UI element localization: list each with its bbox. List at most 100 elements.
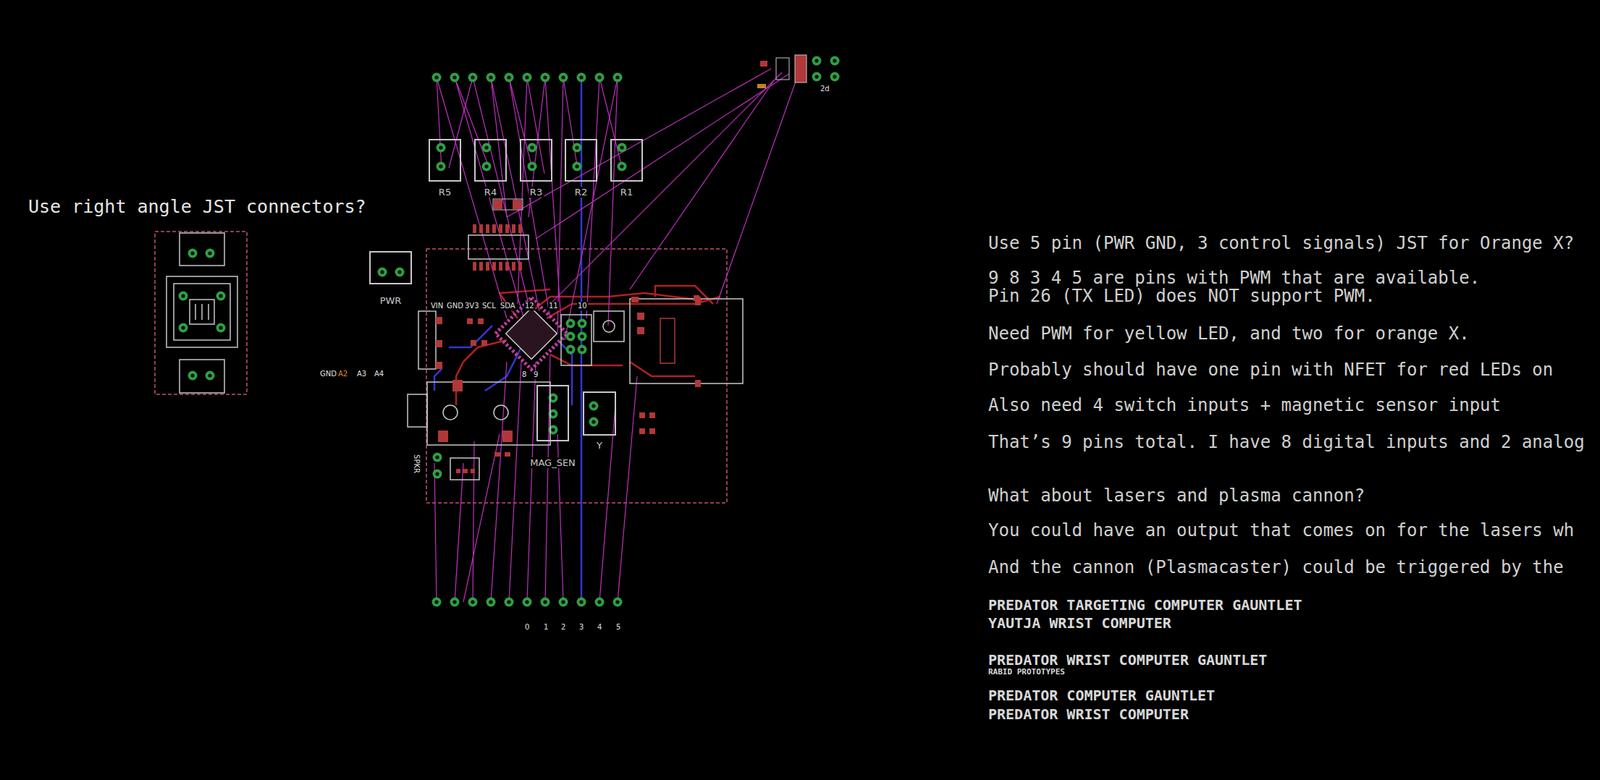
board-outline <box>426 249 727 504</box>
pin-name: 11 <box>548 301 559 311</box>
header-pads <box>432 598 442 608</box>
header-pads <box>595 598 605 608</box>
pin-name: SDA <box>499 301 517 311</box>
airwires <box>472 77 533 319</box>
top-traces <box>655 285 714 305</box>
board-pads <box>577 319 588 329</box>
left-panel-parts <box>189 299 215 325</box>
smd-pads <box>466 318 473 325</box>
airwires <box>434 68 797 603</box>
note: And the cannon (Plasmacaster) could be t… <box>987 558 1565 579</box>
ic-footprint <box>518 224 522 234</box>
jst-connector: R4 <box>474 139 507 182</box>
top-right-part <box>812 56 822 66</box>
connector-pads <box>617 162 627 172</box>
top-traces <box>456 285 721 406</box>
connector-pads <box>377 267 388 278</box>
connector-pads <box>482 162 492 172</box>
pin-name: 10 <box>577 301 588 311</box>
connector-label: MAG_SEN <box>528 457 578 469</box>
note: 9 8 3 4 5 are pins with PWM that are ava… <box>987 268 1481 289</box>
jst-connector: MAG_SEN <box>536 385 570 442</box>
left-panel-parts <box>173 283 231 341</box>
connector-label: R2 <box>573 186 589 198</box>
note: You could have an output that comes on f… <box>987 521 1575 542</box>
ic-footprint <box>479 224 483 234</box>
smd-pads <box>481 340 488 347</box>
ic-footprint <box>472 199 522 271</box>
title-text: YAUTJA WRIST COMPUTER <box>987 615 1173 633</box>
left-panel-pads <box>188 249 198 259</box>
airwires <box>508 361 522 603</box>
header-pads <box>613 598 623 608</box>
airwires <box>454 77 525 323</box>
smd-pads <box>470 469 475 474</box>
connector-pads <box>589 401 599 412</box>
pin-name: A2 <box>337 369 349 379</box>
header-pads <box>504 73 515 83</box>
board-pads <box>566 319 576 329</box>
pin-number: 2 <box>560 623 567 633</box>
ic-footprint <box>492 224 496 234</box>
left-panel-parts <box>179 233 225 266</box>
smd-pads <box>504 452 511 457</box>
header-pads <box>540 73 551 83</box>
left-panel-pads <box>178 249 226 381</box>
board-parts <box>561 314 592 366</box>
board-parts <box>418 311 436 370</box>
header-pads <box>450 73 460 83</box>
jst-connector: Y <box>582 391 617 436</box>
ic-footprint <box>468 199 529 271</box>
board-parts <box>407 394 428 428</box>
board-parts <box>450 458 480 480</box>
top-right-part <box>776 57 790 80</box>
smd-pads <box>631 296 639 303</box>
pin-number: 0 <box>524 623 530 633</box>
airwires <box>517 77 528 305</box>
ic-footprint <box>505 224 509 234</box>
airwires <box>436 77 507 319</box>
connector-label: R5 <box>437 186 453 198</box>
ic-footprint <box>518 262 522 271</box>
jst-connector: PWR <box>369 251 412 285</box>
ic-footprint <box>498 224 503 234</box>
title-text: PREDATOR WRIST COMPUTER GAUNTLET <box>987 652 1268 669</box>
mcu <box>495 298 568 370</box>
panel-outline <box>154 231 247 395</box>
pin-number: 1 <box>542 623 549 633</box>
ic-footprint <box>498 262 503 271</box>
header-pads <box>468 73 478 83</box>
connector-pads <box>589 417 599 428</box>
smd-pads <box>639 428 646 435</box>
title-text: RABID PROTOTYPES <box>987 668 1066 678</box>
connector-pads <box>436 143 446 153</box>
jst-connector: R3 <box>519 139 553 182</box>
ic-footprint <box>468 235 529 260</box>
header-pads <box>486 598 496 608</box>
smd-pads <box>637 327 645 335</box>
connector-pads <box>395 267 405 278</box>
top-right-part <box>830 72 840 82</box>
board-pads <box>566 332 576 342</box>
smd-pads <box>502 430 513 443</box>
left-panel-pads <box>188 371 198 381</box>
smd-pads <box>435 317 443 325</box>
airwires <box>535 73 790 239</box>
left-panel-parts <box>201 304 203 320</box>
ic-footprint <box>472 262 477 271</box>
airwires <box>434 463 437 603</box>
connector-pads <box>527 162 538 172</box>
bottom-traces <box>434 369 442 391</box>
left-panel-parts <box>207 304 210 320</box>
left-panel-parts <box>166 233 238 394</box>
ic-footprint <box>505 262 509 271</box>
header-pads <box>558 73 569 83</box>
top-right-part <box>812 72 822 82</box>
smd-pads <box>435 361 443 370</box>
pin-name: GND <box>445 301 465 311</box>
header-pads <box>486 73 496 83</box>
left-panel-pads <box>178 323 189 334</box>
jst-connector: R5 <box>428 139 462 182</box>
airwires <box>545 354 551 603</box>
left-panel-parts <box>179 359 225 394</box>
